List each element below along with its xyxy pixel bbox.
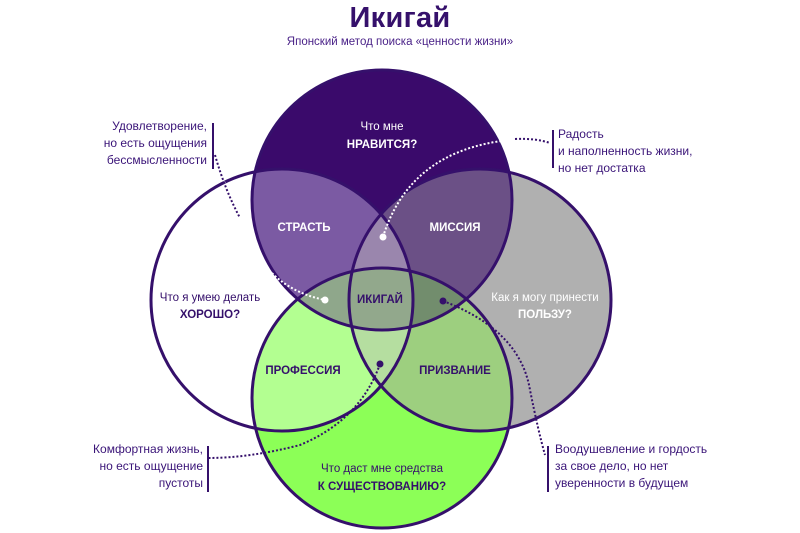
- region-label-mission: МИССИЯ: [430, 222, 481, 234]
- annotation-top-left: Удовлетворение, но есть ощущения бессмыс…: [60, 118, 207, 169]
- annotation-top-left-bar: [212, 123, 214, 169]
- annotation-bottom-left-line2: но есть ощущение: [99, 459, 204, 473]
- paid-for-label-line2: К СУЩЕСТВОВАНИЮ?: [318, 481, 446, 493]
- annotation-top-right: Радость и наполненность жизни, но нет до…: [558, 126, 738, 177]
- annotation-bottom-left: Комфортная жизнь, но есть ощущение пусто…: [50, 441, 203, 492]
- region-label-profession: ПРОФЕССИЯ: [265, 365, 340, 377]
- connector-dot-mission: [379, 233, 387, 241]
- annotation-bottom-right-line3: уверенности в будущем: [555, 476, 689, 490]
- outline-world-needs: [347, 167, 613, 433]
- connector-bottom-right: [442, 300, 546, 456]
- annotation-top-left-line2: но есть ощущения: [103, 136, 207, 150]
- region-label-passion: СТРАСТЬ: [277, 222, 330, 234]
- annotation-top-right-bar: [552, 130, 554, 168]
- good-at-label-line1: Что я умею делать: [160, 292, 260, 304]
- connector-bottom-left: [207, 363, 381, 459]
- annotation-top-left-line1: Удовлетворение,: [112, 119, 207, 133]
- region-label-vocation: ПРИЗВАНИЕ: [419, 365, 491, 377]
- annotation-bottom-left-bar: [207, 446, 209, 492]
- world-needs-label-line2: ПОЛЬЗУ?: [518, 309, 572, 321]
- annotation-bottom-right-line1: Воодушевление и гордость: [555, 442, 708, 456]
- annotation-top-right-line3: но нет достатка: [558, 161, 646, 175]
- connector-dot-passion: [321, 296, 329, 304]
- annotation-bottom-right-bar: [547, 446, 549, 492]
- outline-good-at: [149, 167, 415, 433]
- annotation-top-left-line3: бессмысленности: [106, 153, 207, 167]
- connector-top-left: [214, 154, 326, 301]
- connector-top-left-outside: [214, 154, 241, 219]
- annotation-bottom-left-line3: пустоты: [158, 476, 203, 490]
- paid-for-label-line1: Что даст мне средства: [321, 463, 444, 475]
- connector-dot-vocation: [439, 297, 447, 305]
- annotation-bottom-right: Воодушевление и гордость за свое дело, н…: [555, 441, 755, 492]
- world-needs-label-line1: Как я могу принести: [491, 292, 598, 304]
- outline-paid-for: [250, 266, 514, 530]
- outline-love: [250, 68, 514, 332]
- annotation-top-right-line1: Радость: [558, 127, 604, 141]
- region-label-ikigai: ИКИГАЙ: [357, 293, 403, 306]
- connector-dot-profession: [376, 360, 384, 368]
- love-label-line1: Что мне: [360, 121, 403, 133]
- page-subtitle: Японский метод поиска «ценности жизни»: [286, 36, 514, 48]
- annotation-bottom-right-line2: за свое дело, но нет: [555, 459, 669, 473]
- connector-top-right-outside: [514, 137, 551, 144]
- annotation-top-right-line2: и наполненность жизни,: [558, 144, 693, 158]
- page-title: Икигай: [349, 2, 451, 34]
- good-at-label-line2: ХОРОШО?: [180, 309, 240, 321]
- love-label-line2: НРАВИТСЯ?: [347, 139, 417, 151]
- annotation-bottom-left-line1: Комфортная жизнь,: [93, 442, 203, 456]
